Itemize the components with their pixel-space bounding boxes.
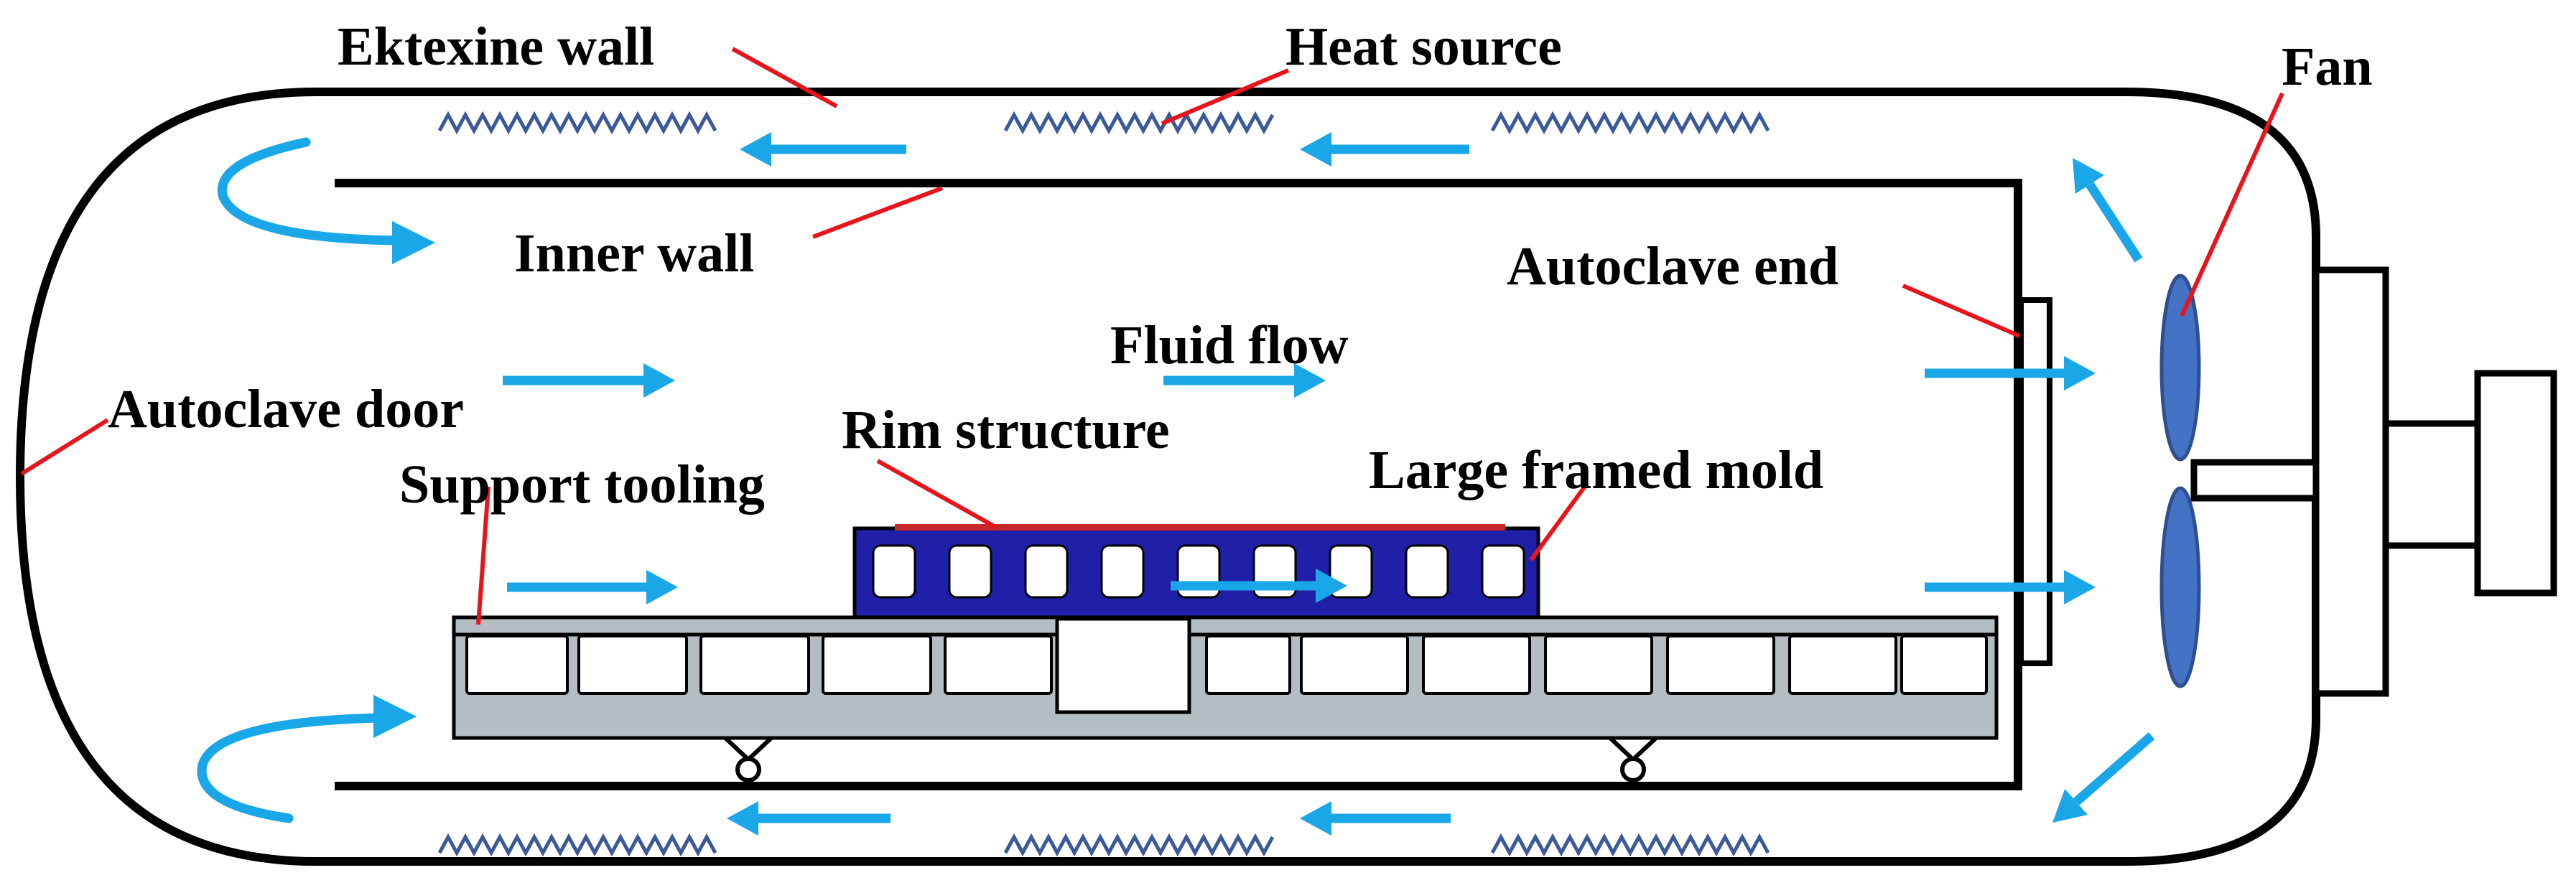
fan-blade-lower	[2159, 486, 2201, 688]
heating-element-icon	[1490, 111, 1770, 135]
motor-body	[2382, 420, 2481, 549]
mold-cell	[1024, 544, 1069, 599]
fan-shaft	[2190, 459, 2320, 502]
mold-cell	[1481, 544, 1525, 599]
motor-flange	[2312, 266, 2389, 697]
large-framed-mold	[852, 524, 1540, 620]
tooling-cell	[465, 635, 569, 695]
label-inner-wall: Inner wall	[514, 223, 754, 284]
support-tooling-rail	[452, 615, 1999, 637]
caster-wheel-icon	[723, 736, 773, 782]
label-autoclave-door: Autoclave door	[108, 379, 464, 439]
arrow-head	[1316, 569, 1347, 603]
label-heat-source: Heat source	[1285, 17, 1562, 77]
tooling-cell	[944, 635, 1053, 695]
tooling-cell	[1900, 635, 1988, 695]
tooling-cell	[1788, 635, 1897, 695]
motor-cap	[2474, 370, 2557, 597]
arrow-icon	[503, 363, 675, 398]
tooling-cell	[1300, 635, 1409, 695]
mold-cell	[948, 544, 992, 599]
arrow-icon	[507, 570, 678, 604]
heat-source-group	[437, 111, 1770, 857]
arrow-head	[727, 801, 758, 836]
caster-wheel-icon	[1608, 736, 1658, 782]
ektexine-wall-outline	[15, 88, 2320, 866]
heating-element-icon	[437, 111, 717, 135]
arrow-icon	[740, 132, 906, 167]
label-support-tooling: Support tooling	[399, 454, 765, 515]
arrow-icon	[2073, 158, 2143, 263]
arrow-icon	[1925, 356, 2096, 391]
arrow-head	[1294, 363, 1326, 398]
rim-strip	[895, 524, 1505, 531]
heating-element-icon	[1003, 833, 1275, 857]
heating-element-icon	[1003, 111, 1275, 135]
arrow-shaft	[2086, 182, 2143, 263]
arrow-head	[1300, 801, 1331, 836]
label-autoclave-end: Autoclave end	[1507, 236, 1838, 296]
mold-cell	[1405, 544, 1449, 599]
tooling-cell	[1205, 635, 1291, 695]
arrow-icon	[1171, 569, 1347, 603]
tooling-cell	[822, 635, 932, 695]
fluid-flow-arrows	[503, 132, 2155, 836]
label-fan: Fan	[2282, 37, 2373, 97]
return-flow-arrowheads	[373, 221, 435, 738]
arrow-head	[2064, 356, 2096, 391]
heating-element-icon	[1490, 833, 1770, 857]
tooling-cell	[1544, 635, 1653, 695]
arrow-head	[2073, 158, 2105, 194]
autoclave-end-plate	[2018, 297, 2052, 666]
arrow-icon	[1925, 570, 2096, 604]
arrow-head	[643, 363, 675, 398]
fan-blade-upper	[2159, 274, 2201, 462]
label-fluid-flow: Fluid flow	[1110, 315, 1349, 375]
arrow-icon	[2052, 732, 2155, 823]
arrow-icon	[1163, 363, 1326, 398]
fan-motor-housing	[2190, 266, 2557, 697]
mold-cell	[1100, 544, 1145, 599]
fan-icon	[2159, 274, 2201, 688]
arrow-icon	[727, 801, 891, 836]
arrow-icon	[1300, 801, 1451, 836]
arrow-head	[646, 570, 678, 604]
arrow-head	[740, 132, 771, 167]
arrow-icon	[1300, 132, 1469, 167]
arrow-head	[2064, 570, 2096, 604]
tooling-cell	[577, 635, 688, 695]
label-large-framed-mold: Large framed mold	[1369, 440, 1823, 500]
mold-cell	[872, 544, 916, 599]
tooling-cell	[1666, 635, 1775, 695]
label-rim-structure: Rim structure	[842, 400, 1170, 460]
arrow-head	[1300, 132, 1331, 167]
tooling-cell	[1422, 635, 1531, 695]
return-flow-arrows	[197, 137, 404, 823]
label-ektexine-wall: Ektexine wall	[338, 17, 654, 77]
return-arrow-top	[217, 137, 404, 246]
support-tooling-cells	[465, 635, 1988, 695]
support-tooling	[452, 615, 1999, 782]
leader-lines	[20, 47, 2284, 625]
tooling-cell	[699, 635, 810, 695]
arrow-shaft	[2073, 732, 2155, 805]
return-arrow-bottom	[197, 713, 386, 823]
labels: Ektexine wall Heat source Fan Inner wall…	[108, 17, 2373, 515]
heating-element-icon	[437, 833, 717, 857]
arrow-head	[2052, 788, 2088, 823]
support-tooling-center-block	[1055, 617, 1191, 714]
